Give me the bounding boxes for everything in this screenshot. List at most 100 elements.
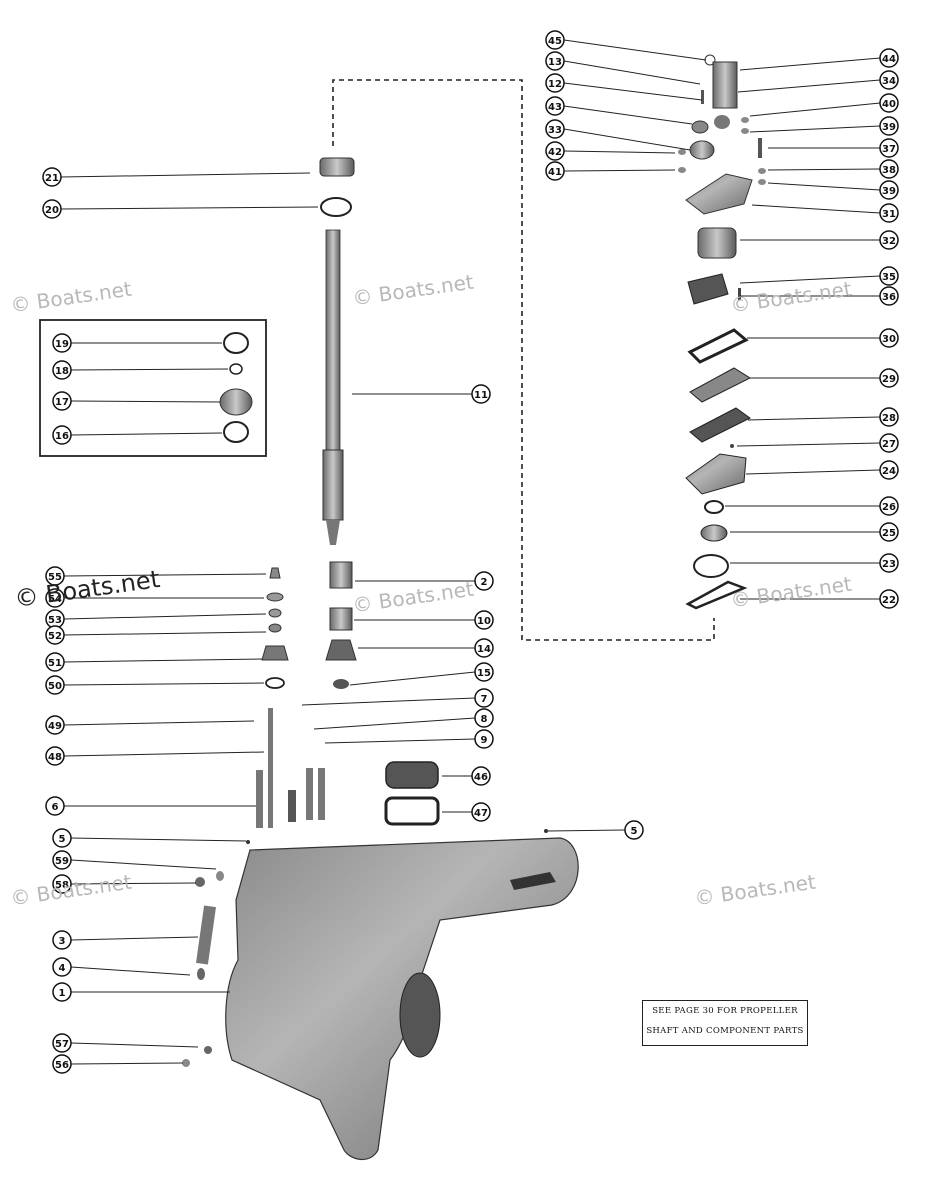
- leader-line: [751, 204, 881, 214]
- stud-part: [288, 790, 296, 822]
- callout-number: 39: [882, 186, 896, 197]
- callout-number: 27: [882, 439, 896, 450]
- callout-circle: [879, 433, 899, 453]
- inset-box: [39, 319, 267, 457]
- gear-part: [196, 905, 216, 965]
- callout-circle: [545, 161, 565, 181]
- leader-line: [70, 400, 221, 403]
- callout-number: 2: [481, 577, 488, 588]
- callout-number: 42: [548, 147, 562, 158]
- callout-number: 41: [548, 167, 562, 178]
- callout-number: 20: [45, 205, 59, 216]
- callout-circle: [474, 662, 494, 682]
- callout-circle: [545, 119, 565, 139]
- callout-circle: [474, 688, 494, 708]
- bearing-part: [319, 157, 355, 177]
- callout-number: 14: [477, 644, 491, 655]
- leader-line: [63, 658, 263, 663]
- leader-line: [70, 1042, 199, 1048]
- leader-line: [70, 1062, 184, 1065]
- leader-line: [739, 57, 881, 71]
- leader-line: [563, 105, 693, 125]
- callout-circle: [624, 820, 644, 840]
- callout-number: 25: [882, 528, 896, 539]
- callout-circle: [879, 93, 899, 113]
- seal-part: [700, 524, 728, 542]
- callout-circle: [879, 159, 899, 179]
- gear-housing-part: [225, 837, 579, 1160]
- callout-number: 12: [548, 79, 562, 90]
- callout-number: 55: [48, 572, 62, 583]
- leader-line: [563, 39, 707, 61]
- o-ring-part: [223, 332, 249, 354]
- leader-line: [563, 169, 676, 172]
- callout-number: 18: [55, 366, 69, 377]
- leader-line: [63, 720, 255, 726]
- callout-circle: [879, 460, 899, 480]
- seal-part: [714, 115, 730, 129]
- callout-number: 51: [48, 658, 62, 669]
- callout-number: 6: [52, 802, 59, 813]
- washer-part: [741, 128, 749, 134]
- grommet-part: [689, 140, 715, 160]
- callout-number: 39: [882, 122, 896, 133]
- callout-number: 1: [59, 988, 66, 999]
- callout-number: 34: [882, 76, 896, 87]
- callout-number: 46: [474, 772, 488, 783]
- callout-number: 13: [548, 57, 562, 68]
- callout-circle: [879, 553, 899, 573]
- o-ring-part: [265, 677, 285, 689]
- callout-number: 5: [631, 826, 638, 837]
- screw-part: [758, 138, 762, 158]
- washer-part: [182, 1059, 190, 1067]
- callout-number: 5: [59, 834, 66, 845]
- leader-line: [563, 60, 701, 85]
- callout-circle: [545, 96, 565, 116]
- reference-note: SEE PAGE 30 FOR PROPELLER SHAFT AND COMP…: [642, 1000, 808, 1046]
- key-part: [738, 288, 741, 300]
- callout-circle: [45, 652, 65, 672]
- leader-line: [349, 671, 476, 686]
- leader-line: [70, 432, 223, 436]
- callout-circle: [474, 571, 494, 591]
- nut-part: [333, 679, 349, 689]
- leader-line: [324, 738, 476, 744]
- callout-number: 50: [48, 681, 62, 692]
- callout-circle: [42, 199, 62, 219]
- callout-circle: [52, 1054, 72, 1074]
- leader-line: [60, 172, 311, 178]
- gasket-part: [384, 796, 440, 826]
- callout-circle: [45, 796, 65, 816]
- callout-circle: [879, 203, 899, 223]
- callout-number: 21: [45, 173, 59, 184]
- drive-shaft-part: [322, 229, 344, 545]
- leader-line: [313, 717, 476, 730]
- o-ring-part: [320, 197, 352, 217]
- callout-circle: [52, 1033, 72, 1053]
- callout-number: 15: [477, 668, 491, 679]
- plug-part: [204, 1046, 212, 1054]
- callout-number: 9: [481, 735, 488, 746]
- callout-circle: [474, 708, 494, 728]
- tube-part: [712, 61, 738, 109]
- callout-circle: [45, 588, 65, 608]
- callout-number: 57: [55, 1039, 69, 1050]
- leader-line: [563, 128, 691, 151]
- stud-part: [306, 768, 313, 820]
- callout-number: 45: [548, 36, 562, 47]
- gasket-part: [685, 580, 748, 610]
- callout-number: 59: [55, 856, 69, 867]
- leader-line: [70, 882, 197, 885]
- callout-circle: [545, 51, 565, 71]
- callout-circle: [545, 141, 565, 161]
- washer-part: [758, 168, 766, 174]
- reference-note-line: SHAFT AND COMPONENT PARTS: [646, 1026, 804, 1036]
- washer-part: [268, 623, 282, 633]
- callout-number: 54: [48, 594, 62, 605]
- callout-circle: [52, 850, 72, 870]
- screw-part: [246, 840, 250, 844]
- callout-number: 7: [481, 694, 488, 705]
- callout-circle: [474, 729, 494, 749]
- callout-number: 16: [55, 431, 69, 442]
- callout-circle: [52, 360, 72, 380]
